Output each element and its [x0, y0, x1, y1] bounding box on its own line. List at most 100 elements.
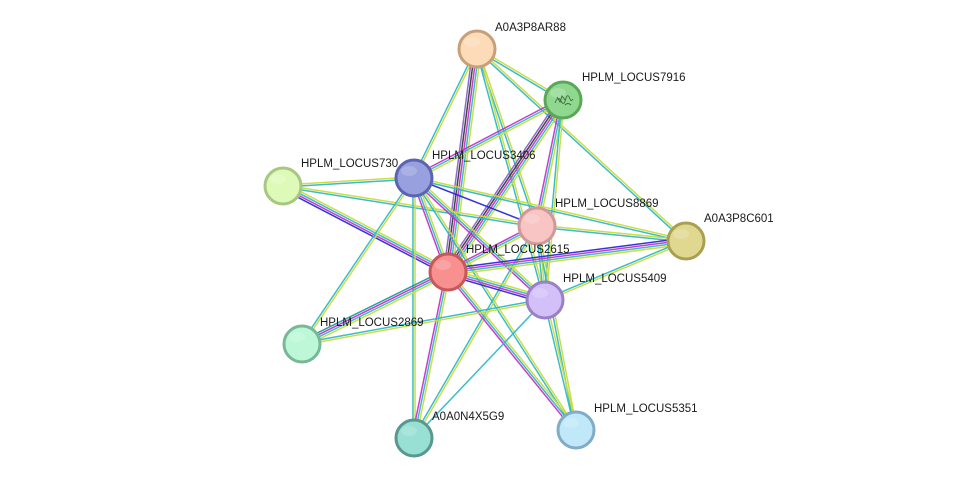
edge-line-magenta: [412, 178, 545, 303]
edge-line-blue: [413, 177, 538, 227]
node-highlight: [435, 260, 451, 270]
edge-HPLM_LOCUS7301-HPLM_LOCUS3406[interactable]: [282, 176, 415, 188]
edge-line-magenta: [411, 271, 447, 438]
edge-line-cyan: [412, 48, 477, 178]
edge-line-yellow: [303, 274, 450, 348]
edge-HPLM_LOCUS7916-HPLM_LOCUS3406[interactable]: [412, 97, 565, 181]
edge-line-yellow: [414, 175, 547, 300]
edge-HPLM_LOCUS2615-HPLM_LOCUS5351[interactable]: [445, 270, 579, 432]
edge-line-yellow: [414, 176, 687, 241]
node-label: HPLM_LOCUS5351: [594, 403, 698, 415]
edge-HPLM_LOCUS3406-HPLM_LOCUS2869[interactable]: [300, 176, 416, 346]
edge-line-cyan: [544, 239, 686, 300]
node-highlight: [550, 88, 566, 98]
edge-HPLM_LOCUS3406-HPLM_LOCUS5351[interactable]: [412, 177, 578, 431]
node-HPLM_LOCUS3406[interactable]: HPLM_LOCUS3406: [394, 150, 536, 198]
node-label: HPLM_LOCUS3406: [432, 150, 536, 162]
edge-line-yellow: [545, 299, 578, 430]
edges-layer: [281, 47, 688, 439]
node-A0A0N4X5G9[interactable]: A0A0N4X5G9: [394, 411, 504, 458]
edge-line-blue: [281, 188, 447, 276]
edge-line-magenta: [447, 99, 564, 273]
edge-line-magenta: [445, 272, 575, 432]
edge-line-cyan: [475, 49, 686, 243]
edge-line-yellow: [414, 101, 565, 181]
edge-HPLM_LOCUS2615-HPLM_LOCUS2869[interactable]: [300, 268, 450, 348]
edge-HPLM_LOCUS7301-HPLM_LOCUS8869[interactable]: [282, 184, 538, 228]
node-circle[interactable]: [263, 166, 303, 206]
edge-line-cyan: [283, 178, 415, 188]
edge-A0A3P8C601-HPLM_LOCUS2615[interactable]: [447, 237, 687, 276]
edge-line-cyan: [413, 271, 449, 439]
node-HPLM_LOCUS7916[interactable]: HPLM_LOCUS7916: [543, 72, 686, 120]
node-HPLM_LOCUS7301[interactable]: HPLM_LOCUS730: [263, 158, 398, 206]
node-circle[interactable]: [525, 280, 565, 320]
protein-structure-icon: [554, 95, 574, 106]
edge-line-cyan: [413, 178, 686, 243]
edge-HPLM_LOCUS5409-A0A0N4X5G9[interactable]: [413, 299, 546, 439]
edge-HPLM_LOCUS7916-HPLM_LOCUS5409[interactable]: [543, 99, 565, 301]
node-label: HPLM_LOCUS730: [301, 158, 398, 170]
node-label: A0A3P8C601: [704, 213, 774, 225]
node-HPLM_LOCUS5409[interactable]: HPLM_LOCUS5409: [525, 273, 667, 320]
node-HPLM_LOCUS5351[interactable]: HPLM_LOCUS5351: [556, 403, 698, 450]
node-HPLM_LOCUS2869[interactable]: HPLM_LOCUS2869: [282, 317, 424, 364]
node-circle[interactable]: [282, 324, 322, 364]
edge-HPLM_LOCUS2615-A0A0N4X5G9[interactable]: [411, 271, 451, 439]
node-highlight: [464, 37, 480, 47]
edge-line-cyan: [413, 299, 546, 439]
edge-HPLM_LOCUS5409-HPLM_LOCUS5351[interactable]: [543, 299, 578, 431]
edge-line-magenta: [282, 186, 448, 274]
node-circle[interactable]: [556, 410, 596, 450]
edge-line-yellow: [545, 100, 565, 301]
edge-line-cyan: [302, 272, 449, 346]
node-highlight: [289, 332, 305, 342]
edge-HPLM_LOCUS3406-A0A0N4X5G9[interactable]: [412, 178, 416, 438]
edge-HPLM_LOCUS5409-HPLM_LOCUS2869[interactable]: [301, 298, 546, 346]
edge-HPLM_LOCUS3406-HPLM_LOCUS8869[interactable]: [413, 177, 538, 227]
edge-line-cyan: [536, 226, 686, 243]
edge-HPLM_LOCUS7916-HPLM_LOCUS2615[interactable]: [443, 97, 568, 275]
edge-A0A3P8AR88-HPLM_LOCUS3406[interactable]: [412, 48, 479, 179]
node-circle[interactable]: [394, 158, 434, 198]
edge-line-cyan: [449, 49, 480, 273]
edge-line-cyan: [536, 99, 564, 227]
edge-A0A3P8C601-HPLM_LOCUS5409[interactable]: [544, 239, 687, 302]
edge-line-yellow: [415, 272, 451, 439]
node-highlight: [401, 426, 417, 436]
edge-HPLM_LOCUS8869-A0A3P8C601[interactable]: [536, 224, 687, 243]
node-HPLM_LOCUS8869[interactable]: HPLM_LOCUS8869: [517, 198, 659, 246]
node-circle[interactable]: [517, 206, 557, 246]
node-highlight: [401, 166, 417, 176]
edge-HPLM_LOCUS3406-HPLM_LOCUS5409[interactable]: [412, 175, 547, 303]
edge-line-dark: [445, 98, 562, 272]
node-circle[interactable]: [666, 221, 706, 261]
node-circle[interactable]: [457, 29, 497, 69]
node-circle[interactable]: [543, 80, 583, 120]
edge-line-yellow: [449, 270, 579, 430]
node-highlight: [673, 229, 689, 239]
edge-HPLM_LOCUS7301-HPLM_LOCUS2615[interactable]: [281, 182, 450, 276]
edge-line-cyan: [447, 271, 577, 431]
node-circle[interactable]: [394, 418, 434, 458]
edge-line-yellow: [537, 224, 687, 241]
edge-line-yellow: [284, 182, 450, 270]
node-HPLM_LOCUS2615[interactable]: HPLM_LOCUS2615: [428, 244, 570, 292]
node-label: HPLM_LOCUS5409: [563, 273, 667, 285]
edge-line-magenta: [301, 270, 448, 344]
node-A0A3P8AR88[interactable]: A0A3P8AR88: [457, 22, 566, 69]
node-A0A3P8C601[interactable]: A0A3P8C601: [666, 213, 774, 261]
node-label: HPLM_LOCUS8869: [555, 198, 659, 210]
edge-line-cyan: [412, 178, 576, 431]
edge-line-yellow: [302, 178, 416, 346]
edge-line-yellow: [282, 176, 414, 186]
edge-line-cyan: [300, 176, 414, 344]
edge-line-cyan: [543, 300, 576, 431]
nodes-layer: A0A3P8AR88HPLM_LOCUS7916HPLM_LOCUS730HPL…: [263, 22, 774, 458]
node-label: HPLM_LOCUS2869: [320, 317, 424, 329]
node-circle[interactable]: [428, 252, 468, 292]
edge-HPLM_LOCUS3406-A0A3P8C601[interactable]: [413, 176, 687, 243]
edge-line-magenta: [534, 99, 562, 226]
edge-A0A3P8AR88-A0A3P8C601[interactable]: [475, 47, 688, 243]
